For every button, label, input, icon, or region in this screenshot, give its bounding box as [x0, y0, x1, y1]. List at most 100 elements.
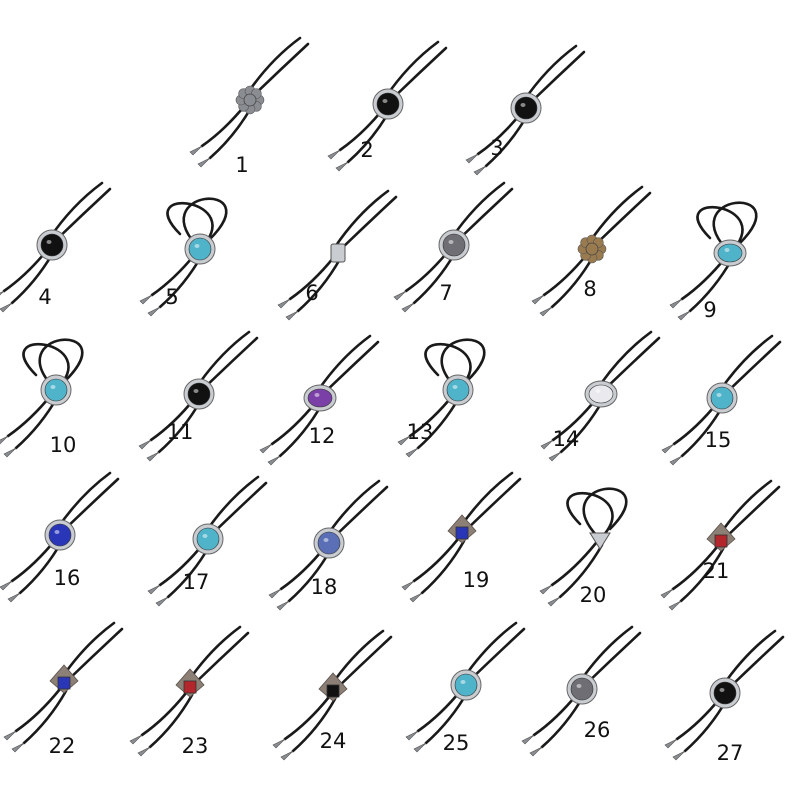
black-leaf-slide — [318, 672, 348, 702]
aglet-tips — [268, 588, 290, 611]
blue-sapphire-slide — [44, 519, 76, 551]
item-number-label: 7 — [439, 281, 453, 305]
item-number-label: 21 — [702, 559, 730, 583]
item-number-label: 22 — [48, 734, 76, 758]
aglet-tips — [397, 435, 419, 458]
aglet-tips — [189, 145, 211, 168]
turquoise-oval-slide — [713, 239, 747, 267]
item-number-label: 2 — [360, 138, 374, 162]
bolo-tie-item — [270, 185, 398, 325]
aglet-tips — [540, 439, 562, 462]
bolo-tie-image — [401, 471, 522, 603]
item-number-label: 23 — [181, 734, 209, 758]
bolo-tie-item — [535, 330, 661, 470]
bolo-tie-item — [530, 475, 650, 615]
bolo-tie-item — [661, 330, 790, 470]
bolo-tie-item — [189, 36, 320, 180]
bolo-tie-item — [0, 181, 120, 325]
bolo-tie-image — [660, 479, 781, 611]
aglet-tips — [539, 584, 561, 607]
blue-crystal-leaf-slide — [447, 514, 477, 544]
turquoise-slide — [40, 374, 72, 406]
bolo-tie-item — [664, 625, 785, 765]
item-number-label: 17 — [182, 570, 210, 594]
aglet-tips — [531, 294, 553, 317]
item-number-label: 5 — [165, 285, 179, 309]
bolo-tie-image — [393, 181, 514, 313]
item-number-label: 15 — [704, 428, 732, 452]
bolo-tie-item — [0, 330, 120, 470]
cord — [288, 189, 398, 313]
red-crystal-leaf-slide — [175, 668, 205, 698]
bolo-tie-item — [660, 475, 785, 615]
blue-crystal-leaf-slide — [49, 664, 79, 694]
bolo-tie-item — [135, 330, 259, 470]
silver-rectangle-slide — [330, 243, 346, 263]
aglet-tips — [465, 153, 487, 176]
bolo-tie-item — [400, 471, 522, 615]
turquoise-slide — [706, 382, 738, 414]
aglet-tips — [393, 290, 415, 313]
bolo-tie-item — [660, 185, 780, 325]
flower-silver-slide — [235, 85, 265, 115]
bolo-tie-image — [327, 40, 448, 172]
aglet-tips — [664, 738, 686, 761]
item-number-label: 3 — [490, 136, 504, 160]
aglet-tips — [139, 294, 161, 317]
aglet-tips — [661, 443, 683, 466]
bolo-tie-image — [138, 330, 259, 462]
bolo-tie-image — [139, 197, 228, 317]
turquoise-slide — [192, 523, 224, 555]
bolo-tie-image — [0, 338, 84, 458]
item-number-label: 27 — [716, 741, 744, 765]
bolo-tie-image — [531, 185, 652, 317]
item-number-label: 6 — [305, 281, 319, 305]
aglet-tips — [0, 435, 17, 458]
item-number-label: 1 — [235, 153, 249, 177]
bolo-tie-image — [540, 330, 661, 462]
white-oval-slide — [584, 380, 618, 408]
bolo-tie-image — [277, 189, 398, 321]
bolo-tie-item — [393, 181, 520, 325]
bolo-tie-item — [140, 475, 268, 615]
red-crystal-leaf-slide — [706, 522, 736, 552]
item-number-label: 19 — [462, 568, 490, 592]
bolo-tie-image — [259, 334, 380, 466]
item-number-label: 11 — [166, 420, 194, 444]
item-number-label: 25 — [442, 731, 470, 755]
aglet-tips — [660, 588, 682, 611]
aglet-tips — [3, 730, 25, 753]
bolo-tie-item — [460, 40, 586, 180]
cord — [550, 487, 628, 599]
bolo-tie-image — [0, 181, 112, 313]
item-number-label: 4 — [38, 285, 52, 309]
aglet-tips — [272, 738, 294, 761]
bolo-tie-image — [664, 629, 785, 761]
bolo-tie-image — [268, 479, 389, 611]
item-number-label: 14 — [552, 427, 580, 451]
bolo-tie-item — [327, 40, 450, 180]
item-number-label: 10 — [49, 433, 77, 457]
turquoise-slide — [450, 669, 482, 701]
item-number-label: 18 — [310, 575, 338, 599]
bolo-tie-item — [530, 185, 652, 325]
aglet-tips — [521, 734, 543, 757]
bolo-tie-image — [405, 621, 526, 753]
bolo-tie-image — [669, 201, 758, 321]
bolo-tie-image — [465, 44, 586, 176]
bolo-tie-item — [0, 621, 124, 765]
bolo-tie-item — [0, 471, 120, 615]
aglet-tips — [147, 584, 169, 607]
bolo-tie-item — [272, 625, 395, 765]
aglet-tips — [259, 443, 281, 466]
black-onyx-slide — [510, 92, 542, 124]
black-onyx-slide — [709, 677, 741, 709]
bolo-tie-item — [397, 330, 520, 470]
item-number-label: 8 — [583, 277, 597, 301]
bolo-tie-image — [129, 625, 250, 757]
aglet-tips — [277, 298, 299, 321]
aglet-tips — [129, 734, 151, 757]
aglet-tips — [405, 730, 427, 753]
item-number-label: 16 — [53, 566, 81, 590]
